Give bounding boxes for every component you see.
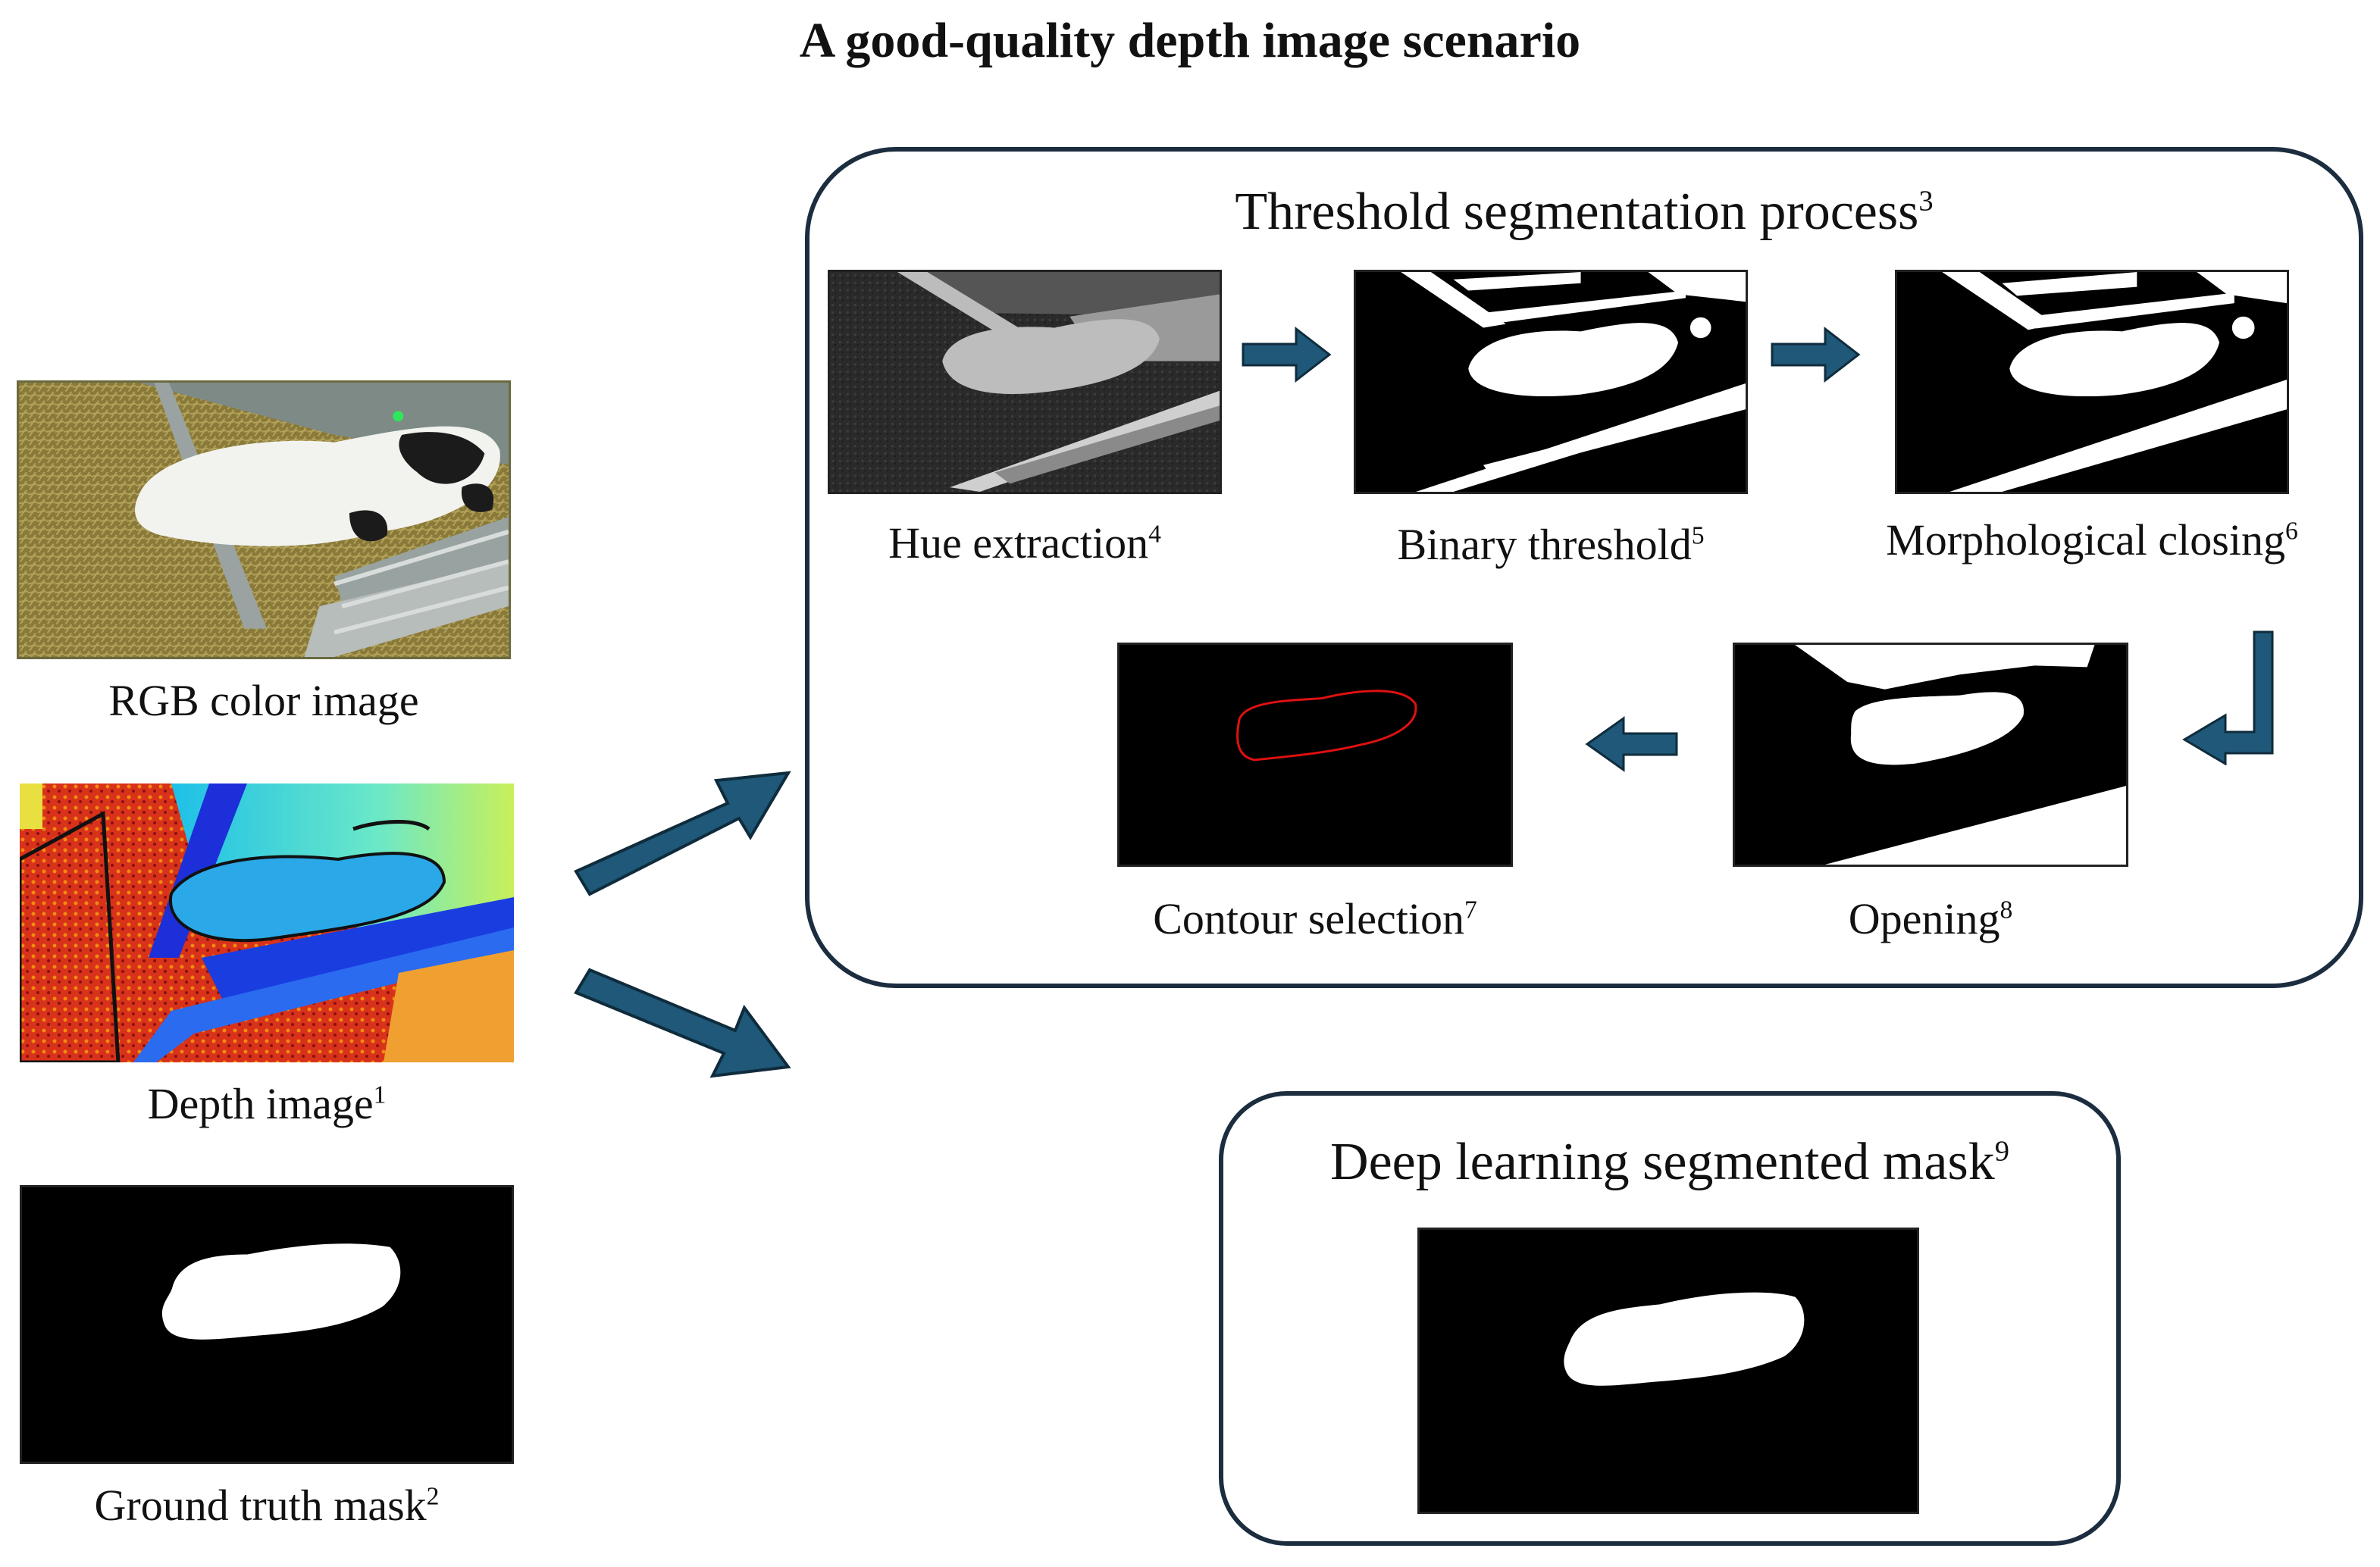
arrow-to-threshold-panel (568, 750, 796, 902)
opening-label: Opening8 (1733, 894, 2128, 945)
arrow-opening-to-contour (1581, 714, 1680, 774)
ground-truth-mask-image (20, 1185, 514, 1464)
depth-label-sup: 1 (373, 1081, 387, 1109)
binary-threshold-text: Binary threshold (1397, 520, 1692, 569)
binary-threshold-label: Binary threshold5 (1354, 520, 1748, 571)
binary-threshold-image (1354, 270, 1748, 494)
deep-learning-title-text: Deep learning segmented mask (1330, 1133, 1995, 1191)
arrow-to-deep-learning-panel (568, 962, 796, 1099)
hue-extraction-label: Hue extraction4 (828, 518, 1222, 569)
ground-truth-label-sup: 2 (426, 1482, 440, 1511)
contour-selection-label: Contour selection7 (1117, 894, 1513, 945)
binary-threshold-sup: 5 (1691, 521, 1705, 550)
rgb-image-label: RGB color image (17, 676, 511, 727)
contour-selection-text: Contour selection (1153, 894, 1464, 943)
depth-image-label: Depth image1 (20, 1079, 514, 1130)
hue-extraction-text: Hue extraction (888, 518, 1149, 568)
contour-selection-sup: 7 (1464, 896, 1477, 924)
depth-label-text: Depth image (147, 1079, 374, 1128)
deep-learning-panel-title: Deep learning segmented mask9 (1219, 1131, 2121, 1194)
deep-learning-title-sup: 9 (1994, 1135, 2009, 1168)
arrow-hue-to-binary (1240, 324, 1334, 385)
arrow-closing-to-opening (2180, 629, 2286, 765)
arrow-binary-to-closing (1769, 324, 1863, 385)
depth-image (20, 784, 514, 1062)
hue-extraction-sup: 4 (1148, 520, 1161, 549)
morphological-closing-sup: 6 (2284, 517, 2298, 546)
threshold-title-sup: 3 (1918, 185, 1934, 217)
hue-extraction-image (828, 270, 1222, 494)
ground-truth-label-text: Ground truth mask (94, 1481, 427, 1530)
contour-selection-image (1117, 643, 1513, 867)
threshold-title-text: Threshold segmentation process (1235, 183, 1919, 241)
contour-outline (1236, 690, 1417, 762)
deep-learning-mask-image (1417, 1228, 1919, 1514)
ground-truth-label: Ground truth mask2 (20, 1481, 514, 1531)
opening-text: Opening (1848, 894, 2000, 943)
opening-sup: 8 (2000, 896, 2013, 924)
threshold-panel-title: Threshold segmentation process3 (805, 180, 2363, 244)
opening-image (1733, 643, 2128, 867)
morphological-closing-text: Morphological closing (1886, 515, 2285, 565)
rgb-label-text: RGB color image (108, 676, 419, 725)
figure-title: A good-quality depth image scenario (799, 13, 1581, 68)
morphological-closing-label: Morphological closing6 (1849, 515, 2335, 566)
rgb-color-image (17, 380, 511, 659)
morphological-closing-image (1895, 270, 2289, 494)
